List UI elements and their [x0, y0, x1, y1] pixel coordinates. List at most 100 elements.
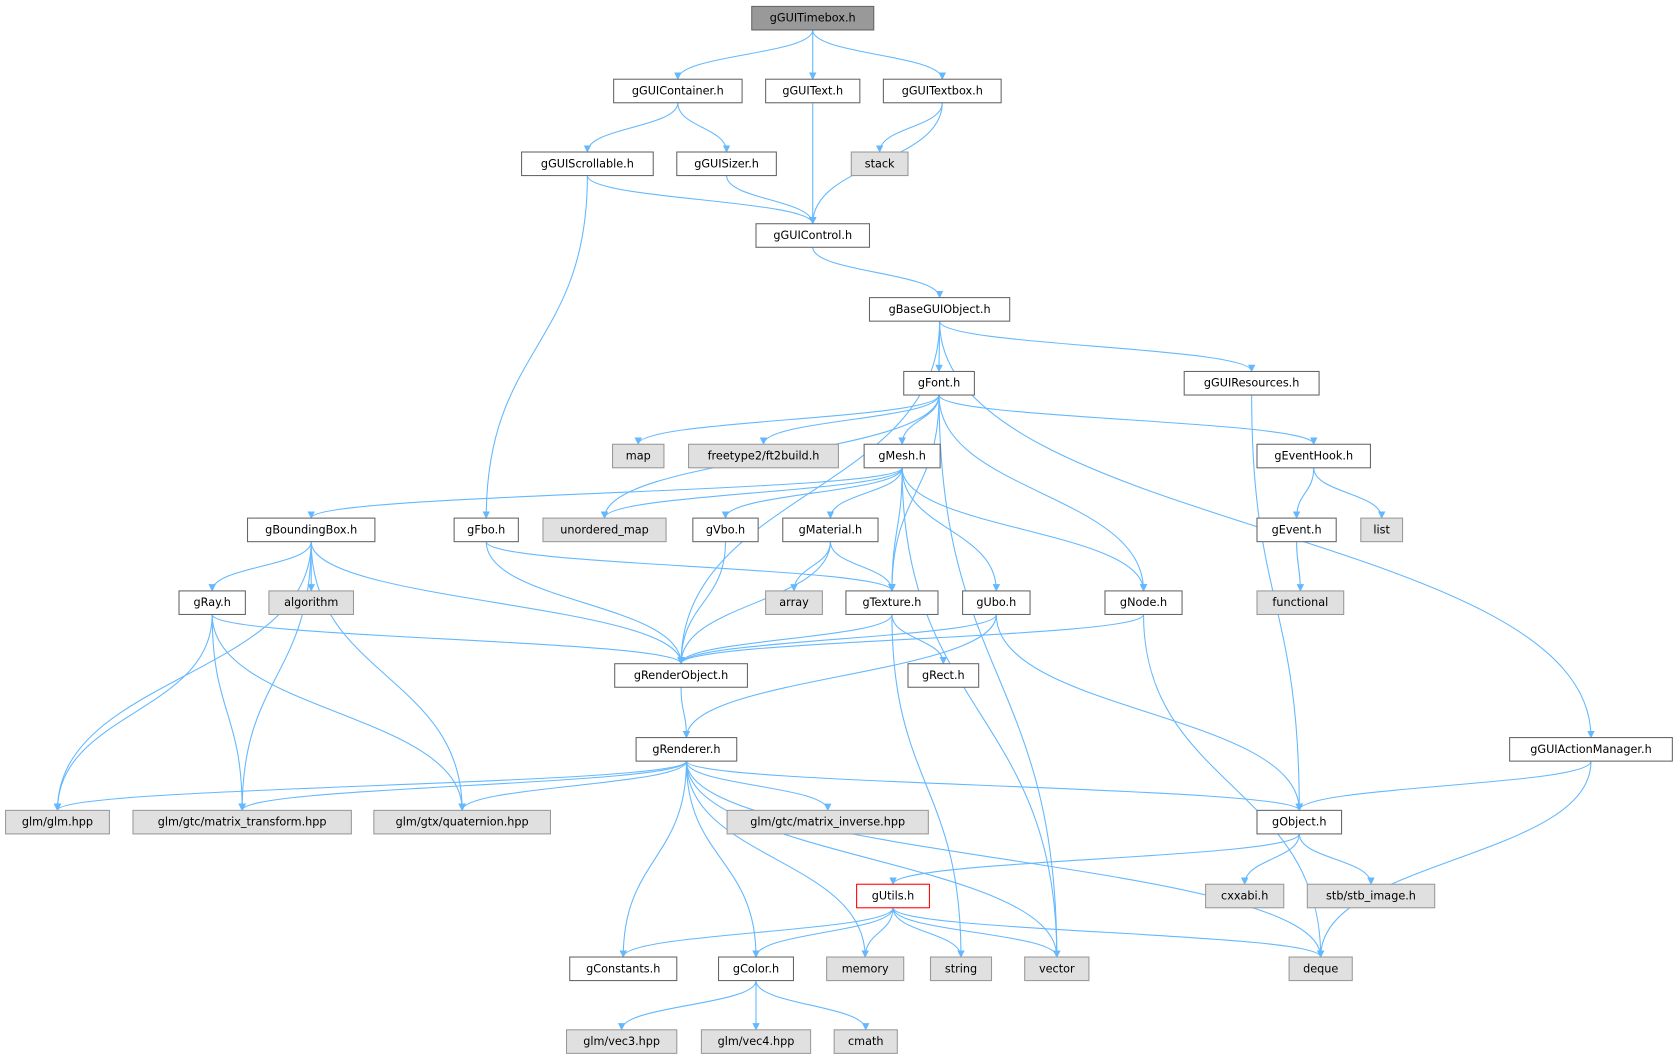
edge-mesh-to-material [826, 467, 903, 519]
edge-renderer-to-object [685, 760, 1303, 812]
node-eventhook[interactable]: gEventHook.h [1256, 443, 1371, 469]
node-label: glm/vec4.hpp [718, 1035, 795, 1048]
node-label: glm/gtc/matrix_transform.hpp [158, 816, 327, 829]
edge-fbo-to-texture [485, 541, 896, 592]
node-cmath: cmath [833, 1029, 898, 1054]
edge-renderer-to-color [685, 761, 760, 958]
node-box [1509, 737, 1673, 762]
node-box [5, 809, 110, 835]
edge-object-to-utils [889, 833, 1300, 885]
node-box [268, 590, 355, 615]
edge-node-to-renderobject [677, 614, 1145, 665]
node-string: string [929, 956, 993, 982]
node-node[interactable]: gNode.h [1104, 590, 1183, 615]
node-label: gMaterial.h [799, 523, 862, 536]
node-box [453, 517, 519, 543]
node-rect[interactable]: gRect.h [907, 663, 980, 688]
node-sizer[interactable]: gGUISizer.h [676, 151, 777, 177]
node-base[interactable]: gBaseGUIObject.h [868, 297, 1011, 322]
edge-texture-to-string [891, 614, 965, 958]
edge-sizer-to-control [726, 175, 817, 225]
node-memory: memory [826, 956, 905, 982]
node-label: gFont.h [918, 377, 960, 390]
node-control[interactable]: gGUIControl.h [755, 223, 871, 248]
node-box [726, 809, 929, 835]
edge-font-to-map [634, 394, 940, 446]
node-renderobject[interactable]: gRenderObject.h [614, 663, 748, 688]
node-mesh[interactable]: gMesh.h [863, 443, 941, 469]
node-label: gRenderer.h [652, 743, 720, 756]
node-font[interactable]: gFont.h [903, 370, 975, 396]
node-box [1256, 590, 1345, 615]
node-label: gGUIScrollable.h [541, 157, 634, 170]
node-box [521, 151, 654, 177]
node-object[interactable]: gObject.h [1256, 809, 1343, 835]
node-bbox[interactable]: gBoundingBox.h [246, 517, 376, 543]
node-label: gEvent.h [1272, 523, 1322, 536]
edge-utils-to-constants [619, 907, 894, 958]
node-ray[interactable]: gRay.h [178, 590, 246, 615]
node-label: gTexture.h [862, 596, 921, 609]
node-vbo[interactable]: gVbo.h [692, 517, 759, 543]
node-algorithm: algorithm [268, 590, 355, 615]
node-box [751, 5, 875, 31]
node-textbox[interactable]: gGUITextbox.h [882, 78, 1002, 104]
node-scrollable[interactable]: gGUIScrollable.h [521, 151, 654, 177]
edge-container-to-sizer [677, 102, 731, 153]
node-timebox[interactable]: gGUITimebox.h [751, 5, 875, 31]
node-label: gObject.h [1272, 816, 1326, 829]
edge-ray-to-glm [53, 614, 213, 812]
node-color[interactable]: gColor.h [717, 956, 795, 982]
node-functional: functional [1256, 590, 1345, 615]
node-container[interactable]: gGUIContainer.h [613, 78, 743, 104]
node-label: stb/stb_image.h [1326, 890, 1416, 903]
node-label: list [1373, 523, 1390, 536]
node-actionmanager[interactable]: gGUIActionManager.h [1509, 737, 1673, 762]
node-label: algorithm [284, 596, 338, 609]
edge-ubo-to-object [995, 614, 1304, 812]
edge-actionmanager-to-deque [1316, 761, 1592, 958]
node-label: glm/glm.hpp [22, 816, 93, 829]
node-utils[interactable]: gUtils.h [856, 883, 930, 909]
node-box [1024, 956, 1090, 982]
node-list: list [1360, 517, 1404, 543]
edge-renderer-to-vector [685, 761, 1061, 958]
node-fbo[interactable]: gFbo.h [453, 517, 519, 543]
node-label: gGUIActionManager.h [1530, 743, 1651, 756]
node-box [755, 223, 871, 248]
node-box [903, 370, 975, 396]
node-label: deque [1303, 962, 1338, 975]
edge-renderer-to-glm [53, 760, 687, 812]
edge-scrollable-to-fbo [482, 175, 588, 519]
node-box [962, 590, 1031, 615]
node-event[interactable]: gEvent.h [1256, 517, 1337, 543]
edge-ray-to-mtransform [211, 614, 246, 812]
edge-font-to-vector [938, 395, 1061, 958]
node-box [178, 590, 246, 615]
node-ubo[interactable]: gUbo.h [962, 590, 1031, 615]
edge-scrollable-to-control [586, 175, 817, 225]
node-texture[interactable]: gTexture.h [845, 590, 939, 615]
edge-renderer-to-deque [685, 761, 1325, 958]
node-box [1104, 590, 1183, 615]
node-box [929, 956, 993, 982]
node-deque: deque [1288, 956, 1353, 982]
edge-mesh-to-umap [600, 467, 903, 519]
edge-mesh-to-bbox [307, 467, 903, 519]
node-label: gColor.h [733, 962, 779, 975]
node-material[interactable]: gMaterial.h [782, 517, 879, 543]
edge-mesh-to-ubo [901, 467, 1001, 592]
node-box [692, 517, 759, 543]
node-text[interactable]: gGUIText.h [765, 78, 861, 104]
node-constants[interactable]: gConstants.h [569, 956, 678, 982]
edge-ubo-to-renderobject [677, 614, 997, 665]
node-stb: stb/stb_image.h [1306, 883, 1436, 909]
node-minverse: glm/gtc/matrix_inverse.hpp [726, 809, 929, 835]
node-box [845, 590, 939, 615]
edge-ray-to-quaternion [211, 614, 466, 812]
node-label: vector [1039, 962, 1075, 975]
node-label: gGUITextbox.h [902, 84, 983, 97]
node-resources[interactable]: gGUIResources.h [1183, 370, 1320, 396]
node-label: functional [1272, 596, 1328, 609]
node-renderer[interactable]: gRenderer.h [635, 737, 738, 762]
